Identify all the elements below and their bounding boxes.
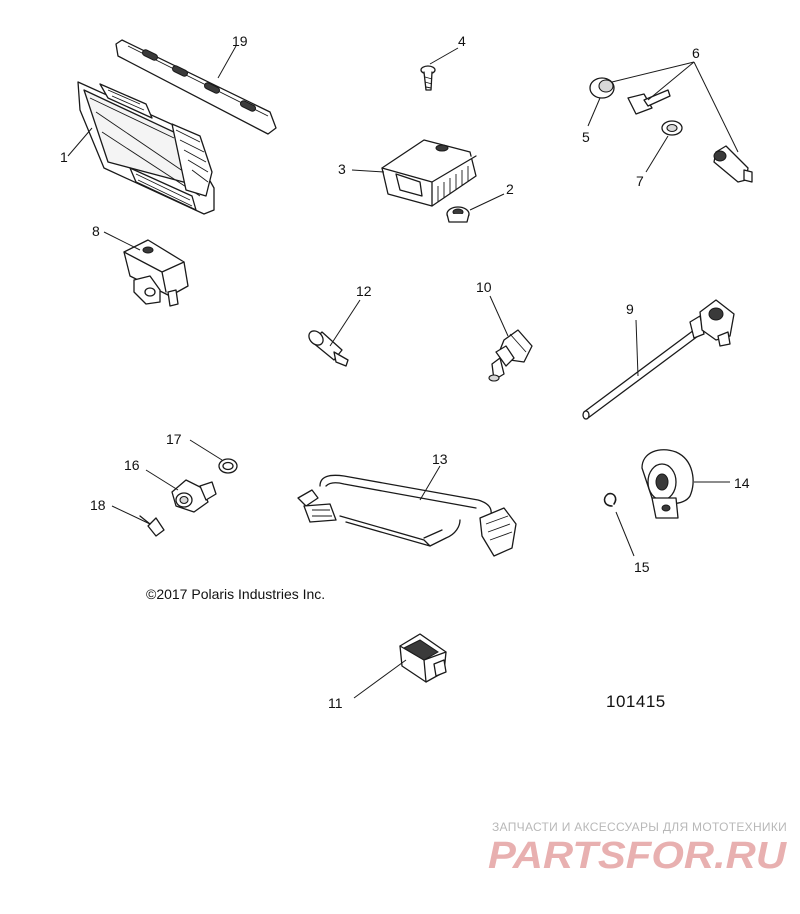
part-18-bolt [139, 515, 165, 537]
part-10-temp-sensor [488, 329, 533, 382]
callout-14: 14 [734, 475, 750, 491]
callout-19: 19 [232, 33, 248, 49]
callout-10: 10 [476, 279, 492, 295]
callout-2: 2 [506, 181, 514, 197]
part-4-screw [420, 65, 436, 91]
callout-13: 13 [432, 451, 448, 467]
part-11-switch [399, 633, 447, 683]
part-17-o-ring [218, 458, 238, 474]
svg-text:PARTSFOR.RU: PARTSFOR.RU [488, 835, 788, 876]
watermark-logo: PARTSFOR.RU [488, 835, 788, 876]
part-7-washer [661, 120, 683, 136]
callout-7: 7 [636, 173, 644, 189]
callout-4: 4 [458, 33, 466, 49]
part-19-mounting-bracket [115, 39, 277, 135]
part-8-sensor [123, 239, 189, 307]
figure-number: 101415 [606, 692, 666, 711]
part-2-grommet [446, 206, 470, 223]
callout-9: 9 [626, 301, 634, 317]
part-15-clip [603, 492, 617, 507]
part-6-sensor [713, 145, 753, 183]
callout-6: 6 [692, 45, 700, 61]
part-6-clip [627, 89, 671, 115]
part-13-harness [297, 474, 517, 557]
callout-5: 5 [582, 129, 590, 145]
callout-18: 18 [90, 497, 106, 513]
callout-3: 3 [338, 161, 346, 177]
part-9-probe-sensor [582, 299, 735, 420]
callout-16: 16 [124, 457, 140, 473]
callout-8: 8 [92, 223, 100, 239]
watermark-tagline: ЗАПЧАСТИ И АКСЕССУАРЫ ДЛЯ МОТОТЕХНИКИ [492, 820, 788, 834]
part-12-sensor [308, 330, 349, 367]
callout-11: 11 [328, 695, 343, 711]
copyright-notice: ©2017 Polaris Industries Inc. [146, 586, 326, 602]
part-16-cam-sensor [171, 479, 217, 513]
callout-1: 1 [60, 149, 68, 165]
part-1-ecu [77, 81, 215, 215]
part-3-module [381, 139, 477, 207]
part-14-knock-sensor [641, 449, 694, 519]
callout-12: 12 [356, 283, 372, 299]
callout-15: 15 [634, 559, 650, 575]
callout-17: 17 [166, 431, 182, 447]
part-5-cap [589, 77, 615, 99]
